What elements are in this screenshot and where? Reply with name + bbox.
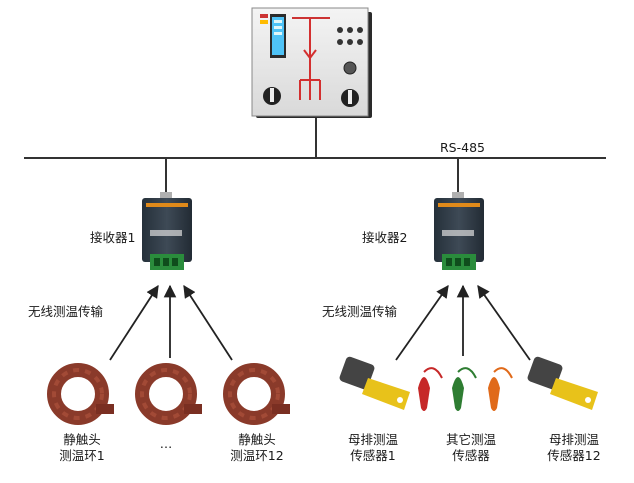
other-sensor-label-line2: 传感器 — [452, 448, 490, 463]
receiver-2-device — [434, 192, 484, 270]
busbar-sensor-12 — [527, 356, 598, 410]
wireless-link-label-left: 无线测温传输 — [28, 304, 104, 319]
ellipsis-label: … — [159, 436, 173, 451]
controller-device — [251, 7, 372, 118]
other-sensor-label-line1: 其它测温 — [445, 432, 496, 447]
contact-ring-12-label-line1: 静触头 — [238, 432, 276, 447]
left-arrow-3 — [183, 284, 233, 361]
busbar-sensor-1-label-line2: 传感器1 — [350, 448, 396, 463]
contact-ring-12-label: 静触头 测温环12 — [224, 432, 290, 464]
contact-ring-1 — [47, 363, 114, 425]
contact-ring-1-label-line1: 静触头 — [63, 432, 101, 447]
busbar-sensor-12-label-line1: 母排测温 — [548, 432, 599, 447]
contact-ring-12-label-line2: 测温环12 — [230, 448, 284, 463]
other-sensor-tags — [418, 367, 513, 411]
other-sensor-label: 其它测温 传感器 — [436, 432, 506, 464]
contact-ring-1-label: 静触头 测温环1 — [52, 432, 112, 464]
receiver-1-device — [142, 192, 192, 270]
busbar-sensor-1 — [339, 356, 410, 410]
right-arrow-3 — [477, 284, 531, 361]
contact-ring-1-label-line2: 测温环1 — [59, 448, 105, 463]
contact-ring-mid — [135, 363, 202, 425]
receiver-1-label: 接收器1 — [90, 230, 136, 245]
right-arrow-1 — [395, 284, 449, 361]
busbar-sensor-1-label-line1: 母排测温 — [347, 432, 398, 447]
busbar-sensor-12-label-line2: 传感器12 — [547, 448, 601, 463]
busbar-sensor-1-label: 母排测温 传感器1 — [338, 432, 408, 464]
busbar-sensor-12-label: 母排测温 传感器12 — [534, 432, 614, 464]
contact-ring-12 — [223, 363, 290, 425]
wireless-link-label-right: 无线测温传输 — [322, 304, 398, 319]
left-arrow-1 — [109, 284, 159, 361]
rs485-label: RS-485 — [440, 140, 485, 155]
receiver-2-label: 接收器2 — [362, 230, 408, 245]
